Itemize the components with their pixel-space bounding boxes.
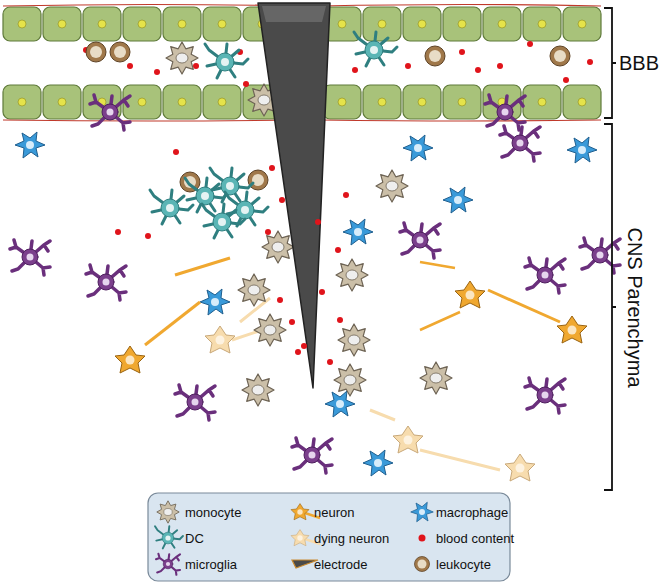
legend-text: leukocyte <box>436 557 491 572</box>
legend-text: macrophage <box>436 505 508 520</box>
electrode <box>258 3 330 388</box>
legend-text: dying neuron <box>314 531 389 546</box>
legend-text: electrode <box>314 557 367 572</box>
legend-text: monocyte <box>185 505 241 520</box>
legend-text: microglia <box>185 557 237 572</box>
legend-samples <box>155 501 433 575</box>
legend-text: DC <box>185 531 204 546</box>
region-label: CNS Parenchyma <box>623 227 646 387</box>
neurons <box>115 258 587 481</box>
bracket <box>604 124 616 490</box>
layer-label: BBB <box>619 52 659 75</box>
legend-text: neuron <box>314 505 354 520</box>
blood-content <box>83 41 593 365</box>
legend-text: blood content <box>436 531 514 546</box>
bracket <box>604 8 616 118</box>
